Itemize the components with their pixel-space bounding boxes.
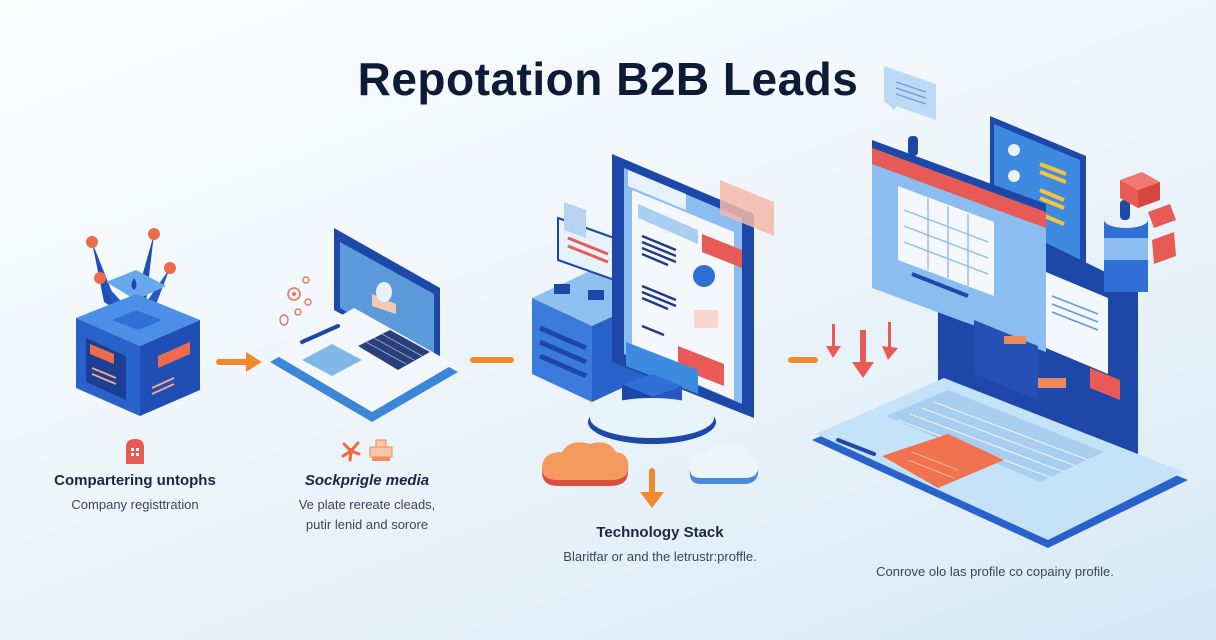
page-title: Repotation B2B Leads [357,53,859,105]
stage-description: Company registtration [71,497,199,512]
connector-dash-2 [788,357,818,363]
stage-description-line-1: Ve plate rereate cleads, [298,497,436,512]
stage-description: Blaritfar or and the letrustr:proffle. [563,549,757,564]
connector-right-arrow [216,352,264,372]
orange-cloud [542,442,629,486]
building-icon [126,439,144,464]
stage-title: Sockprigle media [304,472,430,489]
stage-company-registration [62,220,212,420]
stage-company-profile [808,60,1208,560]
white-cloud [689,444,759,484]
isometric-monitor-server-illustration [532,154,774,486]
stage-social-media [262,222,462,422]
laptop-document-icon [369,439,393,461]
stage-description: Conrove olo las profile co copainy profi… [876,564,1114,579]
caption-company-profile: Conrove olo las profile co copainy profi… [860,562,1130,582]
caption-technology-stack: Technology Stack Blaritfar or and the le… [545,524,775,567]
connector-dash-1 [470,357,514,363]
stage-title: Technology Stack [596,524,724,541]
stage-technology-stack [528,150,788,510]
stage-title: Comparterіng untophs [54,472,216,489]
stage-technology-stack-down-arrow [640,468,664,510]
stage-description-line-2: putir lenid and sorore [305,517,429,532]
social-network-icon [341,441,361,462]
caption-social-media: Sockprigle media Ve plate rereate cleads… [282,438,452,535]
caption-company-registration: Comparterіng untophs Company registtrati… [40,438,230,515]
isometric-box-crown-illustration [76,228,200,416]
down-arrow-icon [640,468,664,508]
isometric-laptop-illustration [270,228,458,422]
right-arrow-icon [216,352,262,372]
isometric-laptop-windows-illustration [812,66,1188,548]
